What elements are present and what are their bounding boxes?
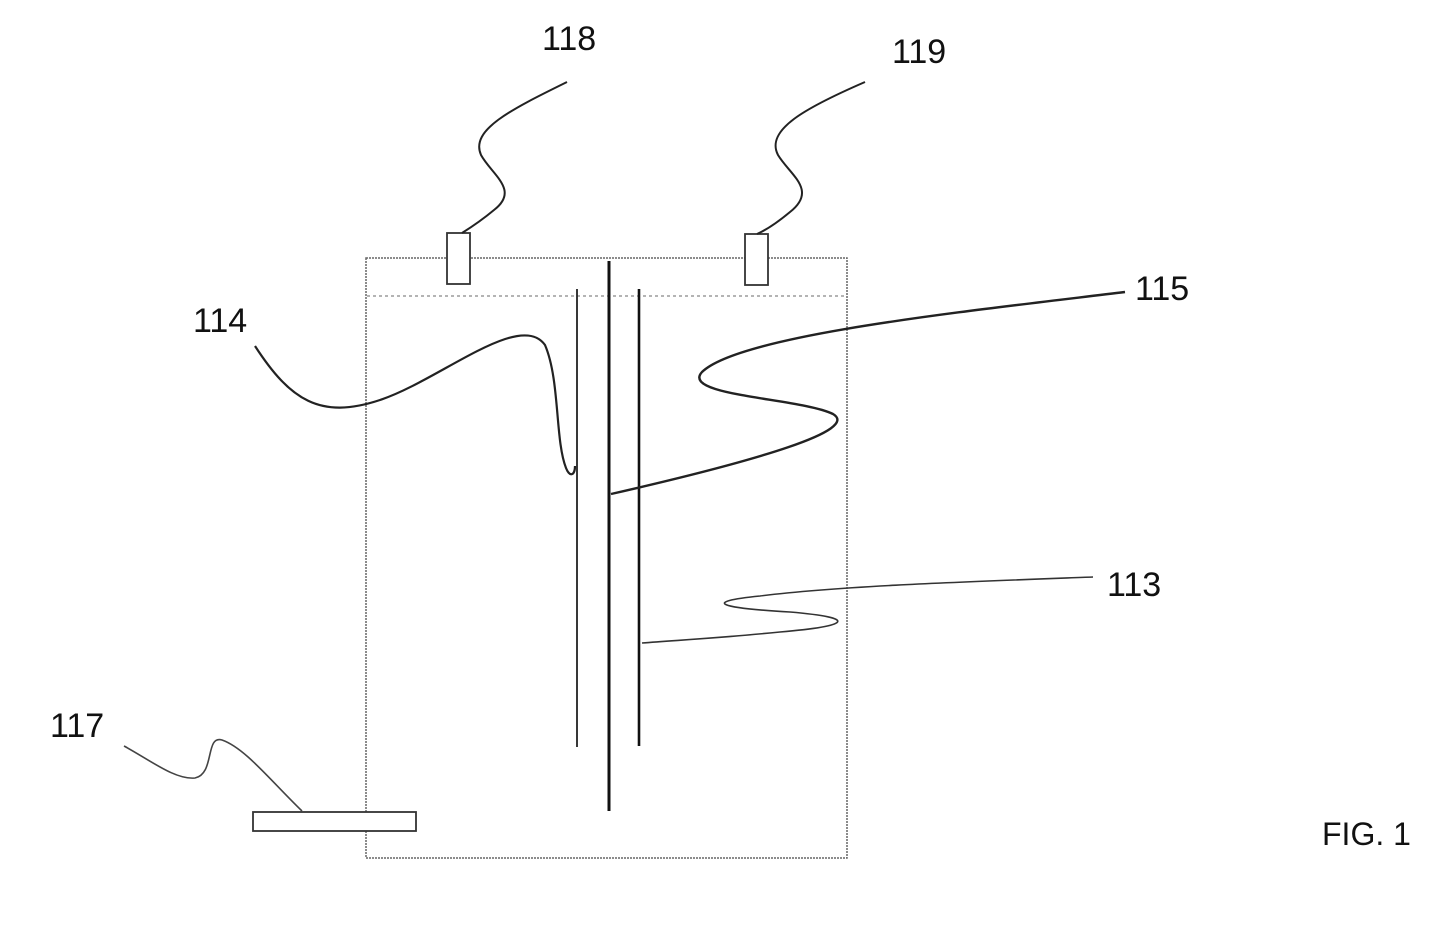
top-port-119 — [745, 234, 768, 285]
ref-label-118: 118 — [542, 20, 596, 58]
ref-label-114: 114 — [193, 302, 247, 340]
side-port-117 — [253, 812, 416, 831]
leader-line-115 — [611, 292, 1125, 494]
top-port-118 — [447, 233, 470, 284]
leader-line-113 — [642, 577, 1093, 643]
ref-label-117: 117 — [50, 707, 104, 745]
figure-caption: FIG. 1 — [1322, 816, 1411, 852]
ref-label-119: 119 — [892, 33, 946, 71]
container-vessel — [366, 258, 847, 858]
leader-line-119 — [757, 82, 865, 234]
leader-line-114 — [255, 335, 575, 474]
ref-label-115: 115 — [1135, 270, 1189, 308]
ref-label-113: 113 — [1107, 566, 1161, 604]
leader-line-118 — [462, 82, 567, 233]
leader-line-117 — [124, 740, 302, 811]
